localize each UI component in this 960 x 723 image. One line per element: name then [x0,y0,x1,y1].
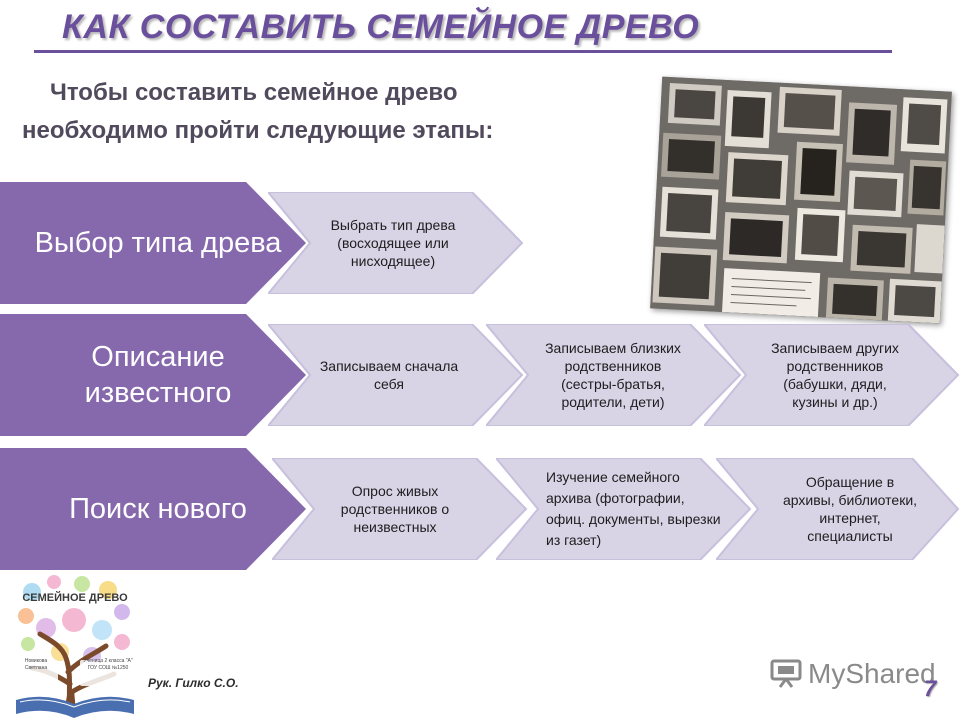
slide-subtitle: Чтобы составить семейное древо необходим… [0,74,660,150]
title-underline [34,50,892,53]
stage-label: Поиск нового [69,493,247,525]
chevron-shape [496,458,752,560]
step-text: Изучение семейного архива (фотографии, о… [546,469,721,548]
step-interview-relatives: Опрос живых родственников о неизвестных [272,458,528,560]
subtitle-line-2: необходимо пройти следующие этапы: [22,117,494,144]
stage-label: Описание известного [84,341,232,409]
logo-title: СЕМЕЙНОЕ ДРЕВО [22,592,128,604]
chevron-shape [486,324,742,426]
step-record-close-relatives: Записываем близких родственников (сестры… [486,324,742,426]
myshared-watermark: MyShared [770,656,936,692]
logo-left-caption: Новикова Светлана [24,658,48,671]
step-text: Обращение в архивы, библиотеки, интернет… [782,474,918,544]
step-text: Записываем сначала себя [319,358,459,392]
step-text: Опрос живых родственников о неизвестных [340,483,450,535]
brand-name: MyShared [808,658,936,689]
family-tree-logo: СЕМЕЙНОЕ ДРЕВО Новикова Светлана Ученица… [10,572,140,718]
chevron-shape [268,192,524,294]
slide-title: КАК СОСТАВИТЬ СЕМЕЙНОЕ ДРЕВО [62,8,700,46]
author-credit: Рук. Гилко С.О. [148,676,239,690]
chevron-shape [272,458,528,560]
page-number: 7 [924,676,937,701]
chevron-shape [716,458,960,560]
step-record-other-relatives: Записываем других родственников (бабушки… [704,324,960,426]
logo-right-caption: Ученица 2 класса "А" ГОУ СОШ №1250 [83,658,133,671]
step-text: Выбрать тип древа (восходящее или нисход… [330,217,456,269]
chevron-shape [268,324,524,426]
step-record-self: Записываем сначала себя [268,324,524,426]
step-contact-archives: Обращение в архивы, библиотеки, интернет… [716,458,960,560]
stage-choose-tree-type: Выбор типа древа [0,182,306,304]
step-study-family-archive: Изучение семейного архива (фотографии, о… [496,458,752,560]
step-text: Записываем близких родственников (сестры… [545,340,681,410]
projector-icon [770,659,802,688]
step-text: Записываем других родственников (бабушки… [771,340,899,410]
stage-describe-known: Описание известного [0,314,306,436]
family-photos-image [650,76,952,324]
stage-label: Выбор типа древа [34,227,282,259]
chevron-shape [704,324,960,426]
stage-search-new: Поиск нового [0,448,306,570]
step-choose-tree-type: Выбрать тип древа (восходящее или нисход… [268,192,524,294]
subtitle-line-1: Чтобы составить семейное древо [50,79,458,106]
